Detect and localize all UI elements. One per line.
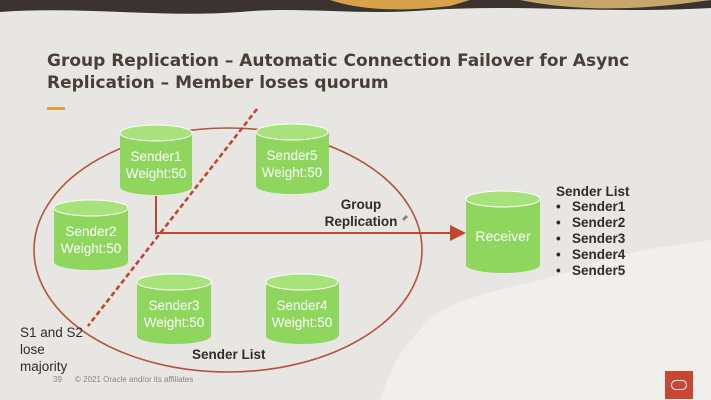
sender-list: •Sender1 •Sender2 •Sender3 •Sender4 •Sen…	[556, 199, 625, 279]
sender3-cylinder	[136, 273, 212, 344]
sender2-cylinder	[53, 199, 129, 270]
page-title: Group Replication – Automatic Connection…	[47, 50, 647, 94]
sender-list-title: Sender List	[556, 184, 630, 199]
sender2-label: Sender2 Weight:50	[60, 224, 122, 256]
sender5-cylinder	[255, 123, 329, 194]
sender5-label: Sender5 Weight:50	[261, 148, 323, 180]
sender1-label: Sender1 Weight:50	[125, 149, 187, 181]
list-item: •Sender5	[556, 263, 626, 278]
list-item: •Sender1	[556, 199, 626, 214]
sender4-label: Sender4 Weight:50	[271, 298, 333, 330]
receiver-label: Receiver	[475, 228, 531, 244]
list-item: •Sender2	[556, 215, 626, 230]
copyright-text: © 2021 Oracle and/or its affiliates	[75, 375, 194, 384]
title-line-1: Group Replication – Automatic Connection…	[47, 51, 630, 71]
oracle-ring-icon	[671, 380, 687, 390]
quorum-note: S1 and S2 lose majority	[20, 325, 84, 374]
sender4-cylinder	[265, 273, 339, 344]
ellipse-sender-list-label: Sender List	[192, 347, 266, 362]
page-number: 39	[53, 375, 62, 384]
connection-line	[155, 196, 463, 234]
list-item: •Sender3	[556, 231, 626, 246]
oracle-logo-icon	[665, 371, 693, 399]
title-accent-bar	[47, 107, 65, 110]
title-line-2: Replication – Member loses quorum	[47, 73, 389, 93]
group-replication-label: Group Replication	[324, 197, 398, 229]
quorum-split-line	[86, 108, 259, 327]
list-item: •Sender4	[556, 247, 626, 262]
sender3-label: Sender3 Weight:50	[143, 298, 205, 330]
sender1-cylinder	[119, 124, 193, 195]
receiver-cylinder	[465, 190, 541, 273]
pencil-cursor-icon	[402, 215, 408, 221]
group-replication-ellipse	[33, 127, 423, 373]
top-decorative-band	[0, 0, 711, 16]
